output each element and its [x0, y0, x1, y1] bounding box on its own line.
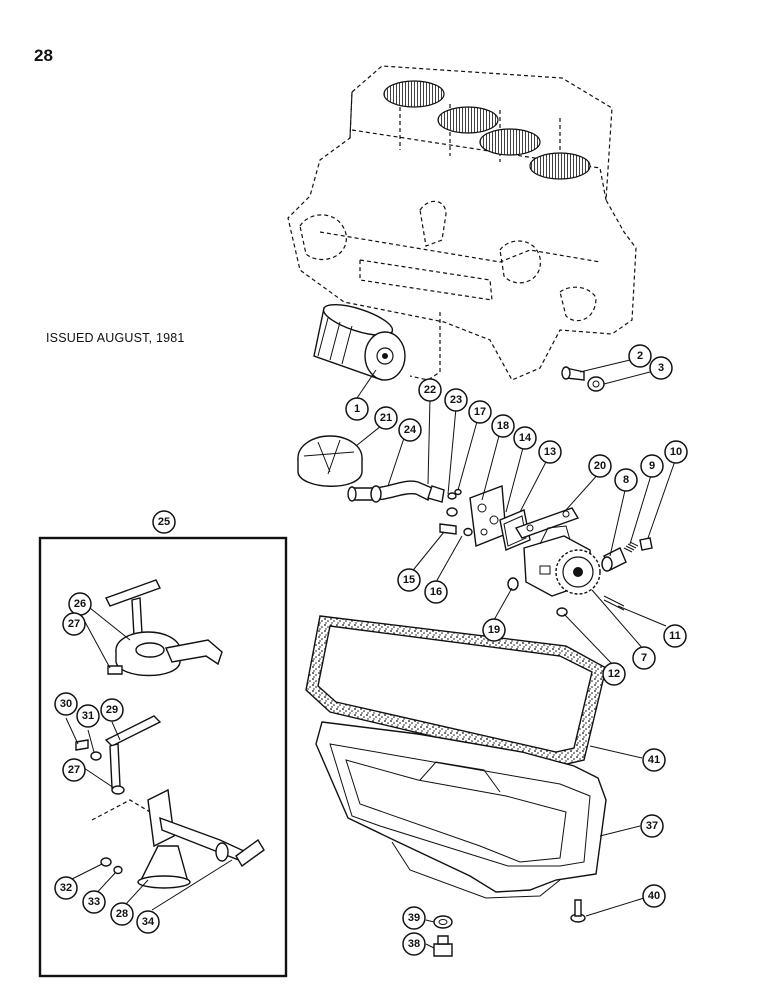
- pump-bracket: [514, 507, 580, 539]
- svg-text:13: 13: [544, 446, 556, 458]
- callout-27-upper: 27: [62, 612, 86, 636]
- svg-text:27: 27: [68, 764, 80, 776]
- pump-gasket: [499, 509, 531, 551]
- oil-pickup-tube: [347, 480, 445, 503]
- svg-text:8: 8: [623, 474, 629, 486]
- callout-18: 18: [491, 414, 515, 438]
- callout-13: 13: [538, 440, 562, 464]
- callout-16: 16: [424, 580, 448, 604]
- callout-40: 40: [642, 884, 666, 908]
- svg-text:41: 41: [648, 754, 660, 766]
- callout-21: 21: [374, 406, 398, 430]
- callout-41: 41: [642, 748, 666, 772]
- callout-27-lower: 27: [62, 758, 86, 782]
- pan-screw: [570, 899, 586, 923]
- svg-text:17: 17: [474, 406, 486, 418]
- svg-text:21: 21: [380, 412, 392, 424]
- callout-38: 38: [402, 932, 426, 956]
- oil-filter: [313, 304, 406, 381]
- callout-19: 19: [482, 618, 506, 642]
- svg-text:34: 34: [142, 916, 155, 928]
- callout-11: 11: [663, 624, 687, 648]
- page-number: 28: [34, 46, 53, 65]
- oil-pan: [315, 721, 607, 899]
- svg-text:22: 22: [424, 384, 436, 396]
- svg-text:29: 29: [106, 704, 118, 716]
- svg-text:24: 24: [404, 424, 417, 436]
- callout-33: 33: [82, 890, 106, 914]
- callout-14: 14: [513, 426, 537, 450]
- pump-small-hardware: [439, 488, 473, 537]
- callout-17: 17: [468, 400, 492, 424]
- callout-37: 37: [640, 814, 664, 838]
- svg-text:40: 40: [648, 890, 660, 902]
- callout-39: 39: [402, 906, 426, 930]
- callout-30: 30: [54, 692, 78, 716]
- callout-31: 31: [76, 704, 100, 728]
- svg-text:9: 9: [649, 460, 655, 472]
- svg-text:25: 25: [158, 516, 170, 528]
- callout-9: 9: [640, 454, 664, 478]
- oil-pump-body: [523, 525, 601, 597]
- svg-text:31: 31: [82, 710, 94, 722]
- relief-valve-parts: [507, 537, 653, 617]
- svg-text:32: 32: [60, 882, 72, 894]
- callout-8: 8: [614, 468, 638, 492]
- svg-text:3: 3: [658, 362, 664, 374]
- callout-22: 22: [418, 378, 442, 402]
- svg-text:20: 20: [594, 460, 606, 472]
- svg-text:30: 30: [60, 698, 72, 710]
- svg-text:27: 27: [68, 618, 80, 630]
- svg-text:16: 16: [430, 586, 442, 598]
- callout-1: 1: [345, 397, 369, 421]
- svg-text:15: 15: [403, 574, 415, 586]
- callout-28: 28: [110, 902, 134, 926]
- callout-2: 2: [628, 344, 652, 368]
- pump-cover-plate: [469, 485, 507, 547]
- drain-plug-and-washer: [433, 915, 453, 957]
- screw-and-washer: [561, 366, 605, 392]
- svg-text:1: 1: [354, 403, 360, 415]
- callout-7: 7: [632, 646, 656, 670]
- callout-12: 12: [602, 662, 626, 686]
- oil-pump-screen: [297, 435, 363, 487]
- callout-34: 34: [136, 910, 160, 934]
- callout-23: 23: [444, 388, 468, 412]
- svg-text:39: 39: [408, 912, 420, 924]
- issued-date-note: ISSUED AUGUST, 1981: [46, 331, 185, 345]
- callout-3: 3: [649, 356, 673, 380]
- callout-29: 29: [100, 698, 124, 722]
- svg-text:18: 18: [497, 420, 509, 432]
- svg-text:23: 23: [450, 394, 462, 406]
- alternate-parts-inset-box: [38, 536, 288, 978]
- svg-text:11: 11: [669, 630, 681, 642]
- svg-text:26: 26: [74, 598, 86, 610]
- svg-text:10: 10: [670, 446, 682, 458]
- svg-text:14: 14: [519, 432, 532, 444]
- callout-26: 26: [68, 592, 92, 616]
- inset-pickup-with-bracket: [75, 715, 265, 889]
- engine-block-outline: [287, 65, 637, 381]
- svg-text:7: 7: [641, 652, 647, 664]
- callout-32: 32: [54, 876, 78, 900]
- callout-25: 25: [152, 510, 176, 534]
- svg-text:37: 37: [646, 820, 658, 832]
- svg-text:12: 12: [608, 668, 620, 680]
- svg-text:38: 38: [408, 938, 420, 950]
- inset-oil-screen-assembly: [105, 579, 223, 677]
- cylinder-bores: [383, 80, 591, 180]
- svg-text:2: 2: [637, 350, 643, 362]
- svg-text:28: 28: [116, 908, 128, 920]
- svg-text:19: 19: [488, 624, 500, 636]
- oil-pan-gasket: [305, 615, 607, 767]
- callout-20: 20: [588, 454, 612, 478]
- svg-text:33: 33: [88, 896, 100, 908]
- callout-15: 15: [397, 568, 421, 592]
- callout-24: 24: [398, 418, 422, 442]
- callout-10: 10: [664, 440, 688, 464]
